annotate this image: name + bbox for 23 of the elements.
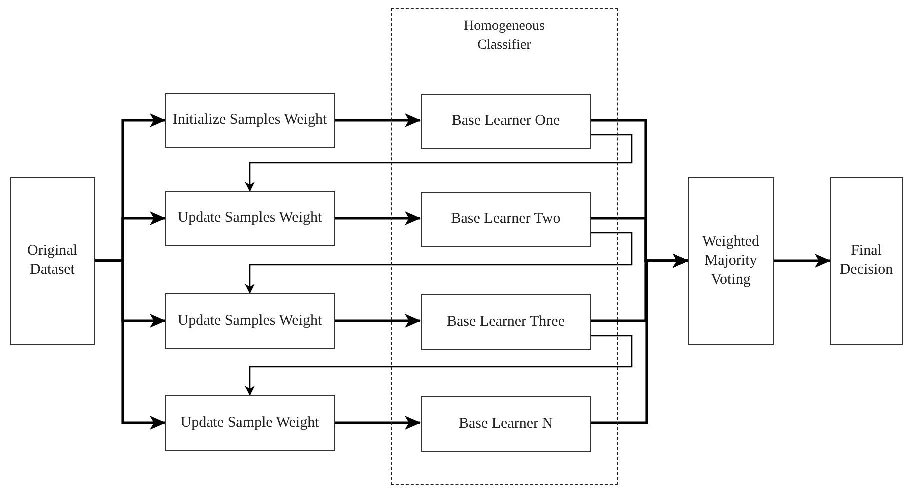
- arrow: [245, 335, 633, 396]
- arrow: [774, 254, 831, 268]
- arrow: [590, 254, 689, 424]
- arrow: [245, 232, 633, 294]
- arrow: [335, 114, 421, 128]
- process-box: Original Dataset: [10, 177, 95, 345]
- process-box: Update Sample Weight: [165, 395, 335, 451]
- arrow: [245, 134, 633, 192]
- group-title: Homogeneous Classifier: [463, 18, 546, 55]
- process-box: Base Learner Three: [421, 294, 591, 350]
- process-box: Base Learner Two: [421, 192, 591, 247]
- process-box: Base Learner One: [421, 94, 591, 149]
- process-box: Final Decision: [830, 177, 903, 345]
- process-box: Update Samples Weight: [165, 293, 335, 349]
- process-box: Base Learner N: [421, 396, 591, 452]
- arrow: [335, 416, 421, 430]
- arrow: [335, 212, 421, 226]
- arrow: [335, 314, 421, 328]
- arrow: [95, 260, 166, 430]
- process-box: Weighted Majority Voting: [688, 177, 774, 345]
- group-container: [391, 8, 618, 485]
- process-box: Initialize Samples Weight: [165, 93, 335, 148]
- process-box: Update Samples Weight: [165, 191, 335, 246]
